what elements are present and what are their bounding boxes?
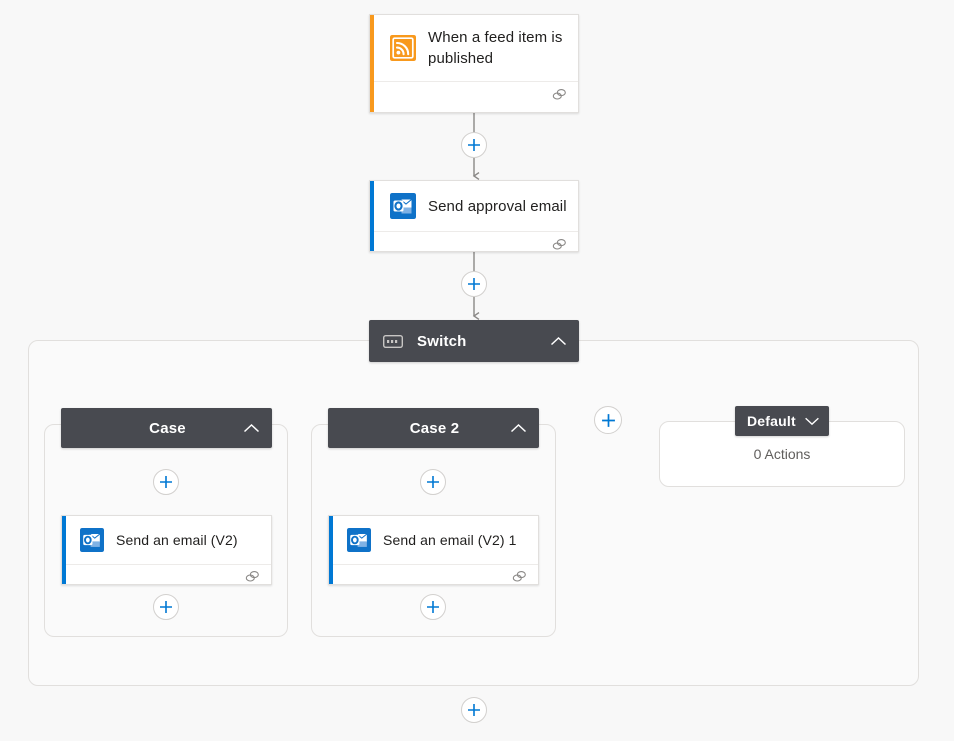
add-step-button-after-trigger[interactable] <box>461 132 487 158</box>
add-action-button-case-after[interactable] <box>153 594 179 620</box>
add-case-branch-button[interactable] <box>594 406 622 434</box>
action-card-send-an-email-v2[interactable]: Send an email (V2) <box>61 515 272 585</box>
case-title: Case <box>149 419 186 437</box>
rss-icon <box>390 35 416 61</box>
connection-icon[interactable] <box>552 88 567 101</box>
action-card-header: Send approval email <box>370 181 578 231</box>
action-card-title: Send approval email <box>428 197 567 215</box>
action-accent-bar <box>62 516 66 584</box>
action-card-send-approval-email[interactable]: Send approval email <box>369 180 579 252</box>
plus-icon <box>427 476 439 488</box>
add-action-button-case-2-after[interactable] <box>420 594 446 620</box>
action-card-header: Send an email (V2) <box>62 516 271 564</box>
action-card-title: Send an email (V2) <box>116 531 238 548</box>
outlook-icon <box>347 528 371 552</box>
action-accent-bar <box>370 181 374 251</box>
outlook-icon <box>390 193 416 219</box>
plus-icon <box>601 413 615 427</box>
add-step-button-after-switch[interactable] <box>461 697 487 723</box>
plus-icon <box>468 278 480 290</box>
add-step-button-after-send-approval-email[interactable] <box>461 271 487 297</box>
action-card-footer <box>370 231 578 251</box>
default-empty-label: 0 Actions <box>753 446 811 462</box>
switch-header[interactable]: Switch <box>369 320 579 362</box>
default-branch-header[interactable]: Default <box>735 406 829 436</box>
trigger-card-when-a-feed-item-is-published[interactable]: When a feed item is published <box>369 14 579 113</box>
plus-icon <box>468 139 480 151</box>
action-card-footer <box>329 564 538 584</box>
action-card-footer <box>62 564 271 584</box>
case-title: Case 2 <box>409 419 460 437</box>
chevron-up-icon[interactable] <box>550 336 567 347</box>
outlook-icon <box>80 528 104 552</box>
chevron-up-icon[interactable] <box>243 423 260 434</box>
add-action-button-case-2-before[interactable] <box>420 469 446 495</box>
case-header-case[interactable]: Case <box>61 408 272 448</box>
chevron-down-icon[interactable] <box>804 416 820 426</box>
case-header-case-2[interactable]: Case 2 <box>328 408 539 448</box>
default-branch-title: Default <box>747 413 796 429</box>
connection-icon[interactable] <box>552 238 567 251</box>
action-card-title: Send an email (V2) 1 <box>383 531 517 548</box>
plus-icon <box>427 601 439 613</box>
trigger-card-header: When a feed item is published <box>370 15 578 81</box>
plus-icon <box>160 476 172 488</box>
trigger-accent-bar <box>370 15 374 112</box>
plus-icon <box>160 601 172 613</box>
trigger-card-title: When a feed item is published <box>428 29 563 67</box>
switch-title: Switch <box>417 332 467 350</box>
trigger-card-footer <box>370 81 578 107</box>
action-accent-bar <box>329 516 333 584</box>
add-action-button-case-before[interactable] <box>153 469 179 495</box>
switch-header-left: Switch <box>383 333 467 350</box>
chevron-up-icon[interactable] <box>510 423 527 434</box>
plus-icon <box>468 704 480 716</box>
action-card-header: Send an email (V2) 1 <box>329 516 538 564</box>
connection-icon[interactable] <box>512 570 527 583</box>
switch-icon <box>383 334 403 348</box>
action-card-send-an-email-v2-1[interactable]: Send an email (V2) 1 <box>328 515 539 585</box>
connection-icon[interactable] <box>245 570 260 583</box>
